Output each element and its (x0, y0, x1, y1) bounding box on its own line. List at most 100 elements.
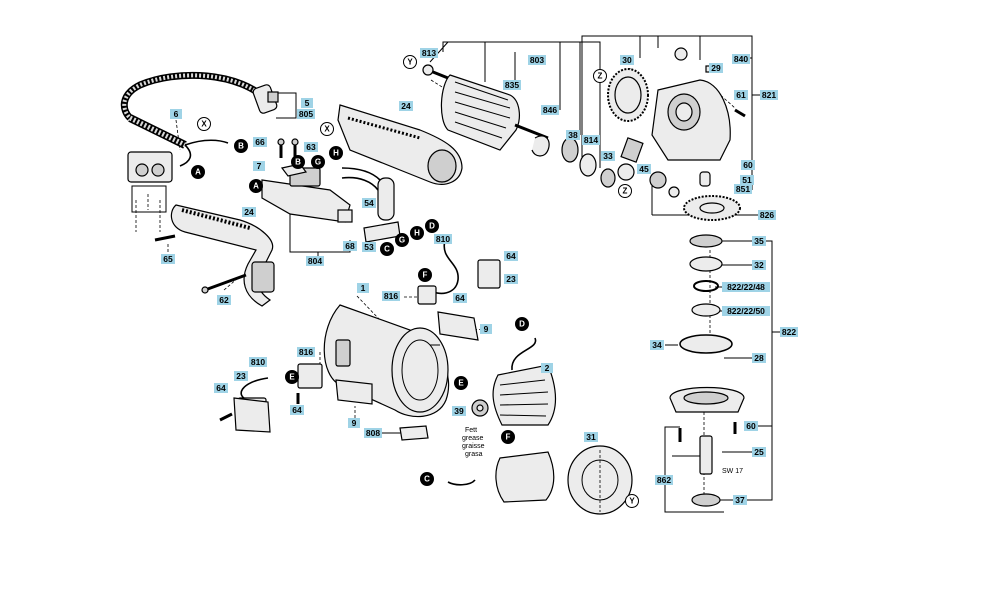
label-840: 840 (732, 54, 750, 64)
label-31: 31 (584, 432, 598, 442)
svg-text:65: 65 (163, 254, 173, 264)
label-835: 835 (503, 80, 521, 90)
svg-text:9: 9 (352, 418, 357, 428)
handle-housing-main (337, 104, 463, 185)
svg-text:Z: Z (598, 72, 603, 81)
label-9-lower: 9 (348, 418, 360, 428)
svg-text:60: 60 (743, 160, 753, 170)
marker-a-left: A (191, 165, 205, 179)
label-804: 804 (306, 256, 324, 266)
svg-text:54: 54 (364, 198, 374, 208)
spindle-lock (620, 137, 711, 198)
svg-text:805: 805 (299, 109, 313, 119)
label-814: 814 (582, 135, 600, 145)
svg-text:814: 814 (584, 135, 598, 145)
svg-text:Fett: Fett (465, 427, 477, 434)
svg-text:51: 51 (742, 175, 752, 185)
label-805: 805 (297, 109, 315, 119)
label-51: 51 (740, 175, 754, 185)
label-813: 813 (420, 48, 438, 58)
label-5: 5 (301, 98, 313, 108)
svg-text:graisse: graisse (462, 443, 485, 450)
label-34: 34 (650, 340, 664, 350)
label-29: 29 (709, 63, 723, 73)
armature-bearings (531, 135, 635, 188)
svg-text:1: 1 (361, 283, 366, 293)
svg-text:32: 32 (754, 260, 764, 270)
svg-text:60: 60 (746, 421, 756, 431)
svg-text:821: 821 (762, 90, 776, 100)
label-45: 45 (637, 164, 651, 174)
label-822-22-50: 822/22/50 (722, 306, 770, 316)
marker-y-top: Y (403, 55, 417, 69)
svg-text:7: 7 (257, 161, 262, 171)
label-66: 66 (253, 137, 267, 147)
svg-text:30: 30 (622, 55, 632, 65)
svg-text:804: 804 (308, 256, 322, 266)
bearing-39 (471, 399, 489, 417)
label-846: 846 (541, 105, 559, 115)
label-6: 6 (170, 109, 182, 119)
screws (154, 108, 746, 442)
svg-text:64: 64 (455, 293, 465, 303)
svg-text:H: H (414, 229, 420, 238)
label-2: 2 (541, 363, 553, 373)
label-53: 53 (362, 242, 376, 252)
svg-text:846: 846 (543, 105, 557, 115)
label-810-lower: 810 (249, 357, 267, 367)
svg-text:840: 840 (734, 54, 748, 64)
label-68: 68 (343, 241, 357, 251)
spindle-stack (669, 234, 745, 507)
svg-text:810: 810 (436, 234, 450, 244)
svg-text:5: 5 (305, 98, 310, 108)
svg-text:66: 66 (255, 137, 265, 147)
label-816-lower: 816 (297, 347, 315, 357)
marker-d-top: D (425, 219, 439, 233)
marker-x-mid: X (320, 122, 334, 136)
svg-text:62: 62 (219, 295, 229, 305)
svg-text:D: D (429, 222, 435, 231)
svg-text:28: 28 (754, 353, 764, 363)
power-cable (120, 71, 279, 167)
marker-c-lower: C (420, 472, 434, 486)
svg-text:X: X (324, 125, 330, 134)
label-28: 28 (752, 353, 766, 363)
svg-text:A: A (253, 182, 259, 191)
label-808: 808 (364, 428, 382, 438)
svg-text:Z: Z (623, 187, 628, 196)
svg-text:38: 38 (568, 130, 578, 140)
svg-text:23: 23 (236, 371, 246, 381)
label-54: 54 (362, 198, 376, 208)
label-32: 32 (752, 260, 766, 270)
marker-z-mid: Z (618, 184, 632, 198)
svg-text:25: 25 (754, 447, 764, 457)
svg-text:F: F (423, 271, 428, 280)
label-37: 37 (733, 495, 747, 505)
svg-text:grasa: grasa (465, 451, 483, 458)
label-64-top: 64 (504, 251, 518, 261)
label-826: 826 (758, 210, 776, 220)
svg-text:C: C (424, 475, 430, 484)
svg-text:A: A (195, 168, 201, 177)
gear-housing (651, 47, 731, 161)
svg-text:39: 39 (454, 406, 464, 416)
marker-c-top: C (380, 242, 394, 256)
svg-text:64: 64 (216, 383, 226, 393)
label-62: 62 (217, 295, 231, 305)
label-24-top: 24 (399, 101, 413, 111)
svg-text:F: F (506, 433, 511, 442)
marker-x-left: X (197, 117, 211, 131)
svg-text:6: 6 (174, 109, 179, 119)
marker-a-switch: A (249, 179, 263, 193)
svg-text:813: 813 (422, 48, 436, 58)
svg-text:64: 64 (292, 405, 302, 415)
marker-b-switch: B (291, 155, 305, 169)
armature (422, 64, 549, 151)
svg-text:68: 68 (345, 241, 355, 251)
svg-text:24: 24 (401, 101, 411, 111)
svg-text:808: 808 (366, 428, 380, 438)
label-64-lower: 64 (290, 405, 304, 415)
svg-text:29: 29 (711, 63, 721, 73)
label-851: 851 (734, 184, 752, 194)
svg-text:B: B (238, 142, 244, 151)
